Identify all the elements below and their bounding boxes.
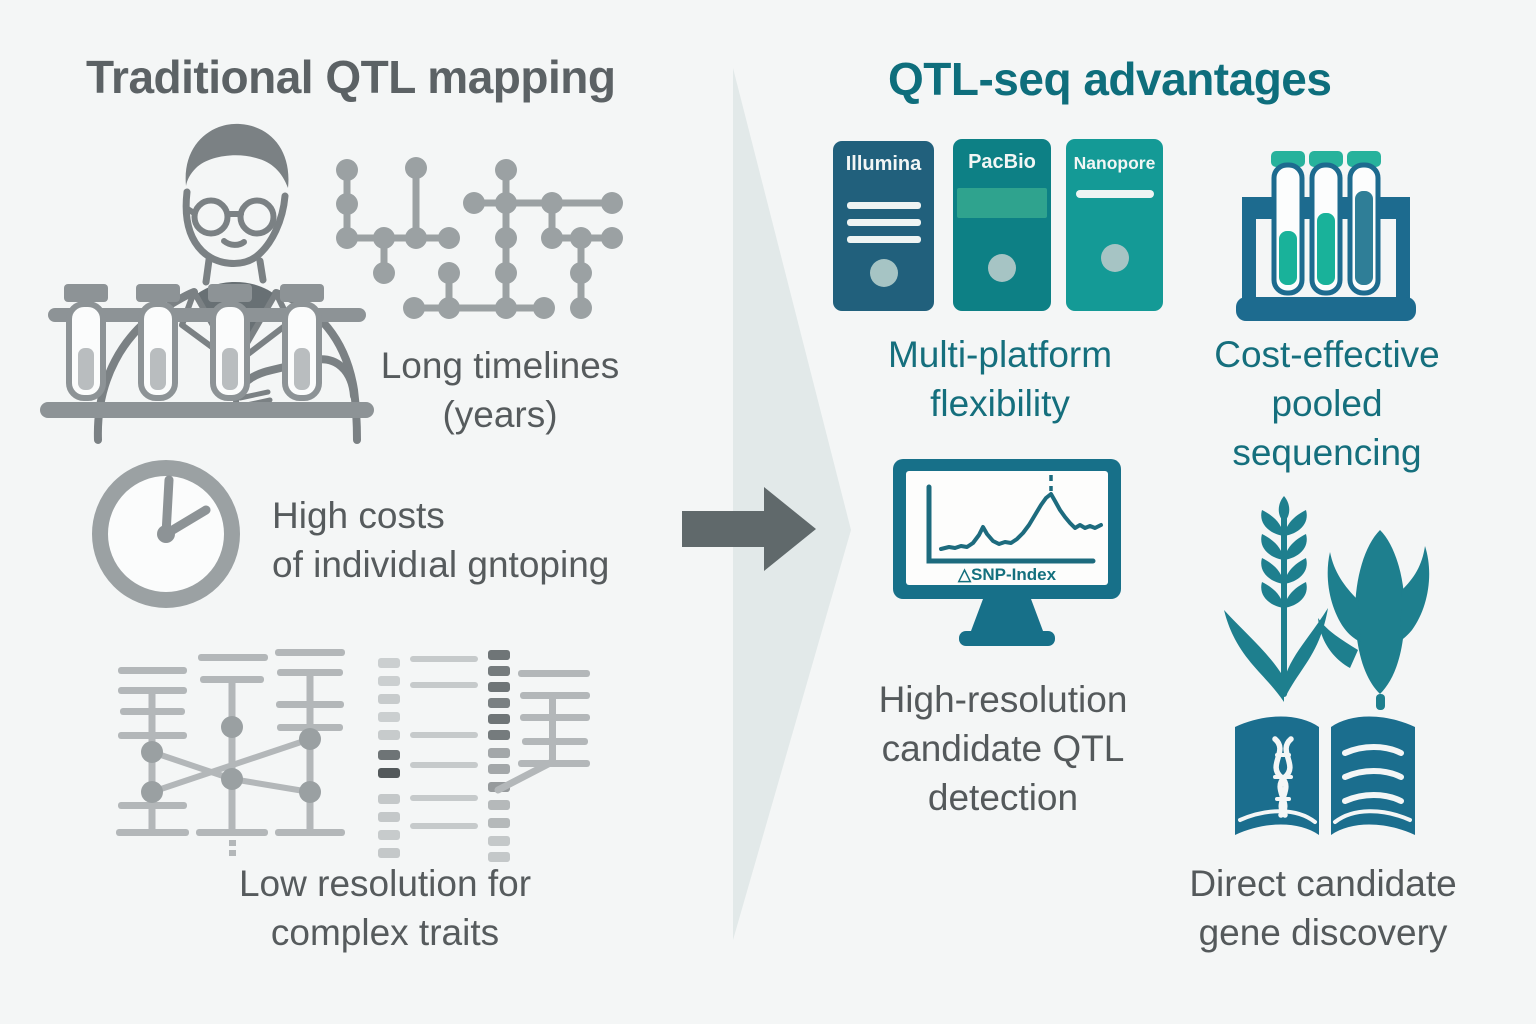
high-resolution-label: High-resolution candidate QTL detection [878,679,1128,818]
low-resolution-label: Low resolution for complex traits [238,863,532,953]
pacbio-sequencer-card: PacBio [953,139,1051,311]
linkage-network-icon [336,157,623,319]
multi-platform-label: Multi-platform flexibility [887,334,1113,424]
clock-icon [92,460,240,608]
corn-icon [1318,530,1430,710]
test-tube-rack-icon [1236,151,1416,321]
nanopore-sequencer-card: Nanopore [1066,139,1163,311]
illumina-sequencer-card: Illumina [833,141,934,311]
long-timelines-label: Long timelines (years) [380,345,620,435]
panel-line [846,202,921,209]
right-arrow-icon [682,487,816,571]
nanopore-label: Nanopore [1073,153,1156,173]
cost-effective-label: Cost-effective pooled sequencing [1214,334,1440,473]
power-button-icon [1100,244,1129,272]
direct-candidate-label: Direct candidate gene discovery [1189,863,1457,953]
high-costs-label: High costs of individıal gntoping [272,495,610,585]
linkage-maps-icon [116,649,590,862]
screen-band [957,188,1047,218]
pacbio-label: PacBio [968,151,1036,173]
power-button-icon [988,254,1016,282]
right-title: QTL-seq advantages [888,53,1332,105]
wheat-icon [1224,496,1328,702]
open-book-dna-icon [1235,716,1415,835]
panel-line [846,236,921,243]
power-button-icon [869,259,898,287]
illumina-label: Illumina [845,153,922,175]
snp-index-monitor-icon: △SNP-Index [893,459,1121,646]
chevron-band-shape [733,68,851,940]
crop-plants-icon [1224,496,1430,710]
snp-index-label: △SNP-Index [957,565,1057,584]
left-title: Traditional QTL mapping [86,51,616,103]
scientist-icon [40,123,374,444]
panel-line [846,219,921,226]
panel-line [1075,190,1154,198]
